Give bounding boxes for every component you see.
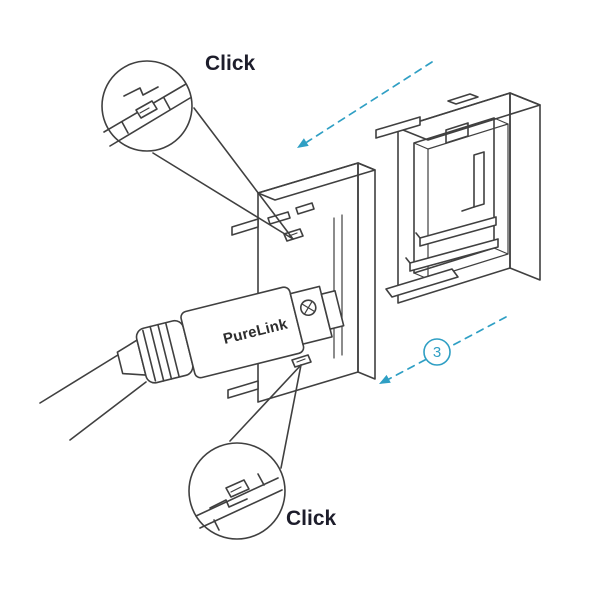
frame-bottom-foot (385, 268, 459, 298)
step-number: 3 (433, 344, 441, 361)
hdmi-connector: PureLink (116, 285, 345, 384)
arrowhead-top (297, 138, 309, 148)
detail-callout-top (101, 60, 193, 152)
plate-vent-slot-right (295, 202, 315, 215)
frame-latch-arm-lower (409, 238, 499, 272)
mounting-frame (375, 92, 541, 304)
frame-top-shelf (375, 116, 421, 139)
latch-tab-bottom (291, 354, 312, 368)
plate-vent-slot-left (267, 211, 291, 225)
arrowhead-bottom (379, 374, 391, 384)
frame-top-side (397, 92, 541, 141)
frame-top-latch-tab (447, 93, 479, 105)
plate-left-tab-lower (227, 380, 259, 399)
connector-tip (320, 289, 345, 330)
plate-left-tab-upper (231, 218, 259, 236)
detail-callout-bottom (188, 442, 286, 540)
frame-top-slot (445, 122, 469, 144)
callout-pointer-bottom (229, 364, 302, 469)
click-label-bottom: Click (286, 507, 337, 530)
plate-right-side (357, 162, 376, 380)
thumbscrew-icon (299, 299, 317, 317)
frame-latch-arm-upper (419, 216, 497, 247)
callout-pointer-top (152, 107, 294, 240)
frame-right-side (509, 92, 541, 281)
cable (39, 349, 147, 441)
faceplate-module (227, 162, 376, 403)
click-label-top: Click (205, 52, 256, 75)
assembly-arrow-top (297, 61, 433, 148)
frame-side-clip (473, 151, 485, 208)
step-badge: 3 (423, 338, 451, 366)
plate-top-side (257, 162, 376, 201)
